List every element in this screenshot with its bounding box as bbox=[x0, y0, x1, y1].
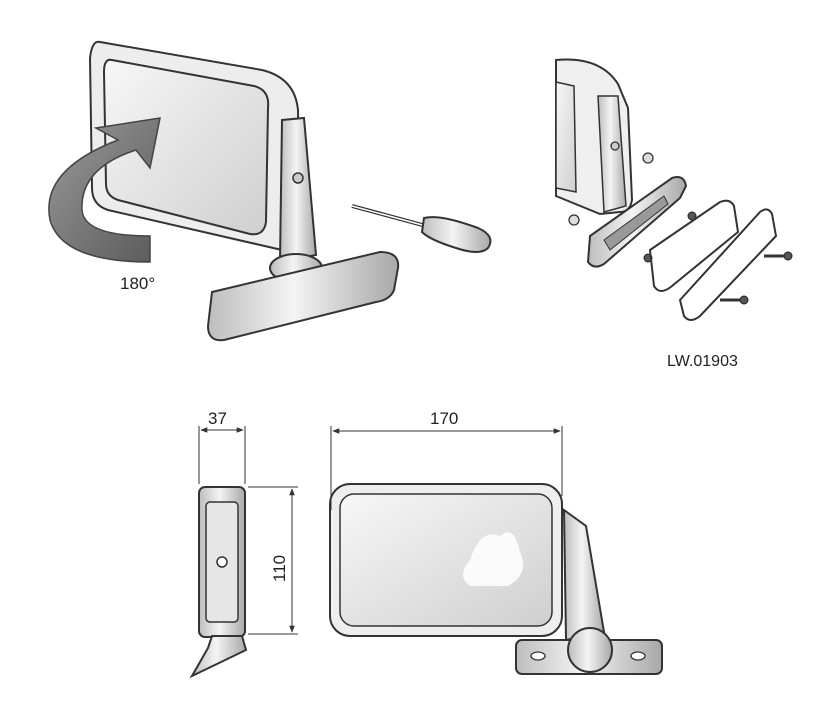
rotation-label: 180° bbox=[120, 274, 155, 293]
bolt-icon bbox=[720, 251, 793, 305]
mirror-side-view: 37 110 bbox=[189, 409, 298, 679]
rotation-arrow-icon bbox=[48, 117, 161, 263]
mirror-perspective-view: 180° bbox=[48, 40, 492, 342]
screwdriver-icon bbox=[351, 204, 492, 253]
height-dimension-label: 110 bbox=[270, 555, 289, 582]
width-dimension-label: 170 bbox=[430, 409, 458, 428]
mirror-front-view: 170 bbox=[329, 409, 663, 675]
depth-dimension-label: 37 bbox=[208, 409, 227, 428]
mounting-exploded-view bbox=[555, 58, 793, 321]
screw-icon bbox=[568, 152, 697, 263]
part-number-label: LW.01903 bbox=[667, 353, 738, 370]
